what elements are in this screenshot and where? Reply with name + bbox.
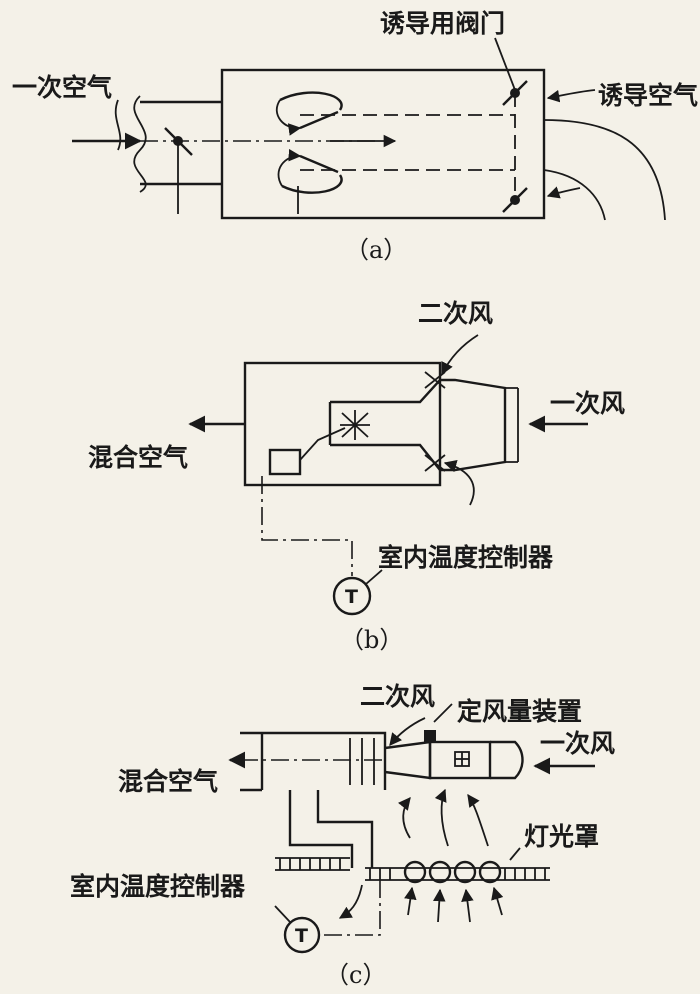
secondary-air-arrow-bottom xyxy=(443,459,475,506)
label-induced-air: 诱导空气 xyxy=(598,81,698,110)
primary-air-duct xyxy=(140,100,222,186)
grille-bars-right xyxy=(369,868,546,880)
thermostat-b-leader xyxy=(365,569,383,585)
figure-a: 一次空气 诱导用阀门 诱导空气 （a） xyxy=(12,9,698,264)
control-signal-line-c xyxy=(320,880,381,936)
secondary-air-arrow-c xyxy=(389,717,426,746)
induced-swirl-top xyxy=(275,99,302,136)
thermostat-c-symbol: T xyxy=(295,925,308,947)
light-fixture-3 xyxy=(453,860,477,884)
duct-break-line-2 xyxy=(114,99,122,151)
grille-bars-left xyxy=(279,858,341,870)
heat-arrow-3 xyxy=(467,793,489,847)
nozzle-curve-bottom xyxy=(281,174,343,194)
secondary-air-arrow-top xyxy=(441,334,479,376)
label-mixed-air-c: 混合空气 xyxy=(118,767,218,796)
mixing-outlet-c xyxy=(240,731,262,792)
actuator-linkage xyxy=(299,427,346,461)
label-primary-air-c: 一次风 xyxy=(540,729,615,758)
label-secondary-air-c: 二次风 xyxy=(360,682,435,711)
label-induction-damper: 诱导用阀门 xyxy=(380,9,505,38)
label-light-hood: 灯光罩 xyxy=(524,822,599,851)
damper-leader-line xyxy=(494,37,516,91)
figure-c: T 二次风 定风量装置 一次风 混合空气 灯光罩 室内温度控制器 （c） xyxy=(70,682,615,989)
nozzle-curve-top xyxy=(279,91,343,111)
label-mixed-air-b: 混合空气 xyxy=(88,443,188,472)
label-thermostat-c: 室内温度控制器 xyxy=(70,872,246,901)
induced-swirl-bottom xyxy=(277,148,302,187)
return-air-arrow xyxy=(338,884,363,919)
return-plenum xyxy=(288,790,374,868)
induction-damper-bottom-blade xyxy=(502,187,528,213)
caption-a: （a） xyxy=(345,236,407,264)
room-air-curve-inner xyxy=(543,169,606,221)
thermostat-b-symbol: T xyxy=(345,586,358,608)
induced-air-arrow-bottom xyxy=(546,186,581,199)
light-hood-leader xyxy=(509,847,521,861)
secondary-opening-bottom xyxy=(424,454,446,472)
label-primary-air-b: 一次风 xyxy=(550,389,625,418)
caption-c: （c） xyxy=(325,961,386,989)
duct-break-line xyxy=(133,95,147,193)
room-arrow-4 xyxy=(491,886,504,916)
room-air-curve-outer xyxy=(543,119,666,221)
induced-air-arrow-top xyxy=(546,89,596,103)
thermostat-c-leader xyxy=(274,905,291,923)
primary-duct-c xyxy=(490,740,524,780)
primary-inlet-cone xyxy=(440,378,507,472)
inlet-flange-edges xyxy=(505,387,518,463)
mixing-box xyxy=(243,361,442,487)
induction-unit-box xyxy=(220,68,546,220)
mixing-damper-star xyxy=(340,410,370,440)
cv-device-leader xyxy=(433,703,453,723)
mixing-slots xyxy=(349,738,375,785)
ceiling-grille-left xyxy=(275,857,350,871)
light-fixture-4 xyxy=(478,860,502,884)
thermostat-b xyxy=(332,576,372,616)
caption-b: （b） xyxy=(340,626,403,654)
label-constant-volume-device: 定风量装置 xyxy=(457,697,582,726)
label-thermostat-b: 室内温度控制器 xyxy=(378,543,554,572)
light-fixture-2 xyxy=(428,860,452,884)
figure-b: T 二次风 一次风 混合空气 室内温度控制器 （b） xyxy=(88,299,625,654)
nozzle-c xyxy=(384,740,432,780)
thermostat-c xyxy=(283,916,321,954)
light-fixture-1 xyxy=(403,860,427,884)
control-signal-line xyxy=(261,476,353,576)
room-arrow-3 xyxy=(461,888,474,923)
constant-volume-actuator xyxy=(424,730,436,742)
constant-volume-device xyxy=(428,740,492,780)
damper-actuator xyxy=(268,448,302,476)
induction-damper-top-blade xyxy=(502,80,528,106)
heat-arrow-1 xyxy=(397,797,411,839)
mixing-box-c xyxy=(260,731,387,790)
room-arrow-1 xyxy=(404,886,417,916)
room-arrow-2 xyxy=(433,888,446,923)
heat-arrow-2 xyxy=(434,788,449,847)
label-secondary-air-b: 二次风 xyxy=(418,299,493,328)
label-primary-air-a: 一次空气 xyxy=(12,73,112,102)
